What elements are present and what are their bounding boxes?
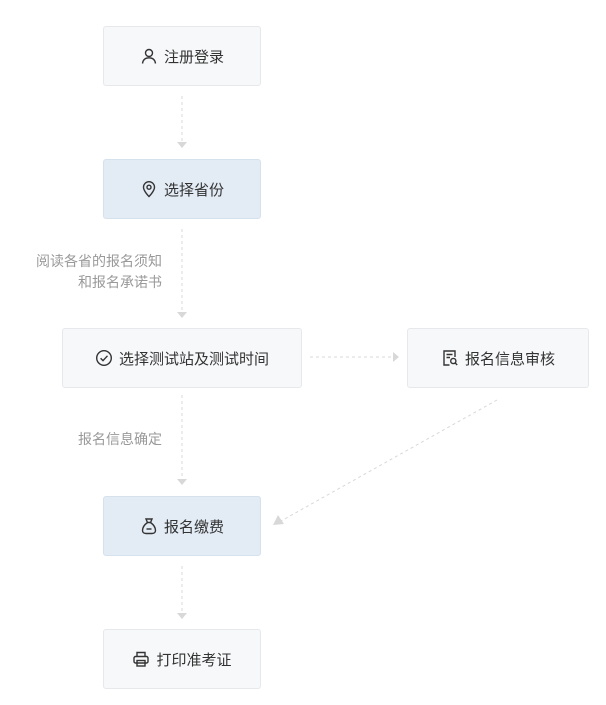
step-label: 选择测试站及测试时间	[118, 349, 269, 368]
note-confirm: 报名信息确定	[78, 430, 162, 451]
user-icon	[140, 47, 158, 65]
printer-icon	[132, 650, 150, 668]
step-register[interactable]: 注册登录	[103, 26, 261, 86]
step-payment[interactable]: 报名缴费	[103, 496, 261, 556]
step-label: 注册登录	[163, 47, 224, 66]
step-label: 选择省份	[163, 180, 224, 199]
document-review-icon	[441, 349, 459, 367]
step-label: 打印准考证	[156, 650, 232, 669]
step-label: 报名缴费	[163, 517, 224, 536]
step-province[interactable]: 选择省份	[103, 159, 261, 219]
note-text: 报名信息确定	[78, 432, 162, 448]
step-print[interactable]: 打印准考证	[103, 629, 261, 689]
check-circle-icon	[95, 349, 113, 367]
step-label: 报名信息审核	[464, 349, 555, 368]
note-read-instructions: 阅读各省的报名须知 和报名承诺书	[36, 252, 162, 294]
money-bag-icon	[140, 517, 158, 535]
note-line: 和报名承诺书	[78, 275, 162, 291]
step-review[interactable]: 报名信息审核	[407, 328, 589, 388]
location-pin-icon	[140, 180, 158, 198]
step-testsite[interactable]: 选择测试站及测试时间	[62, 328, 302, 388]
note-line: 阅读各省的报名须知	[36, 254, 162, 270]
